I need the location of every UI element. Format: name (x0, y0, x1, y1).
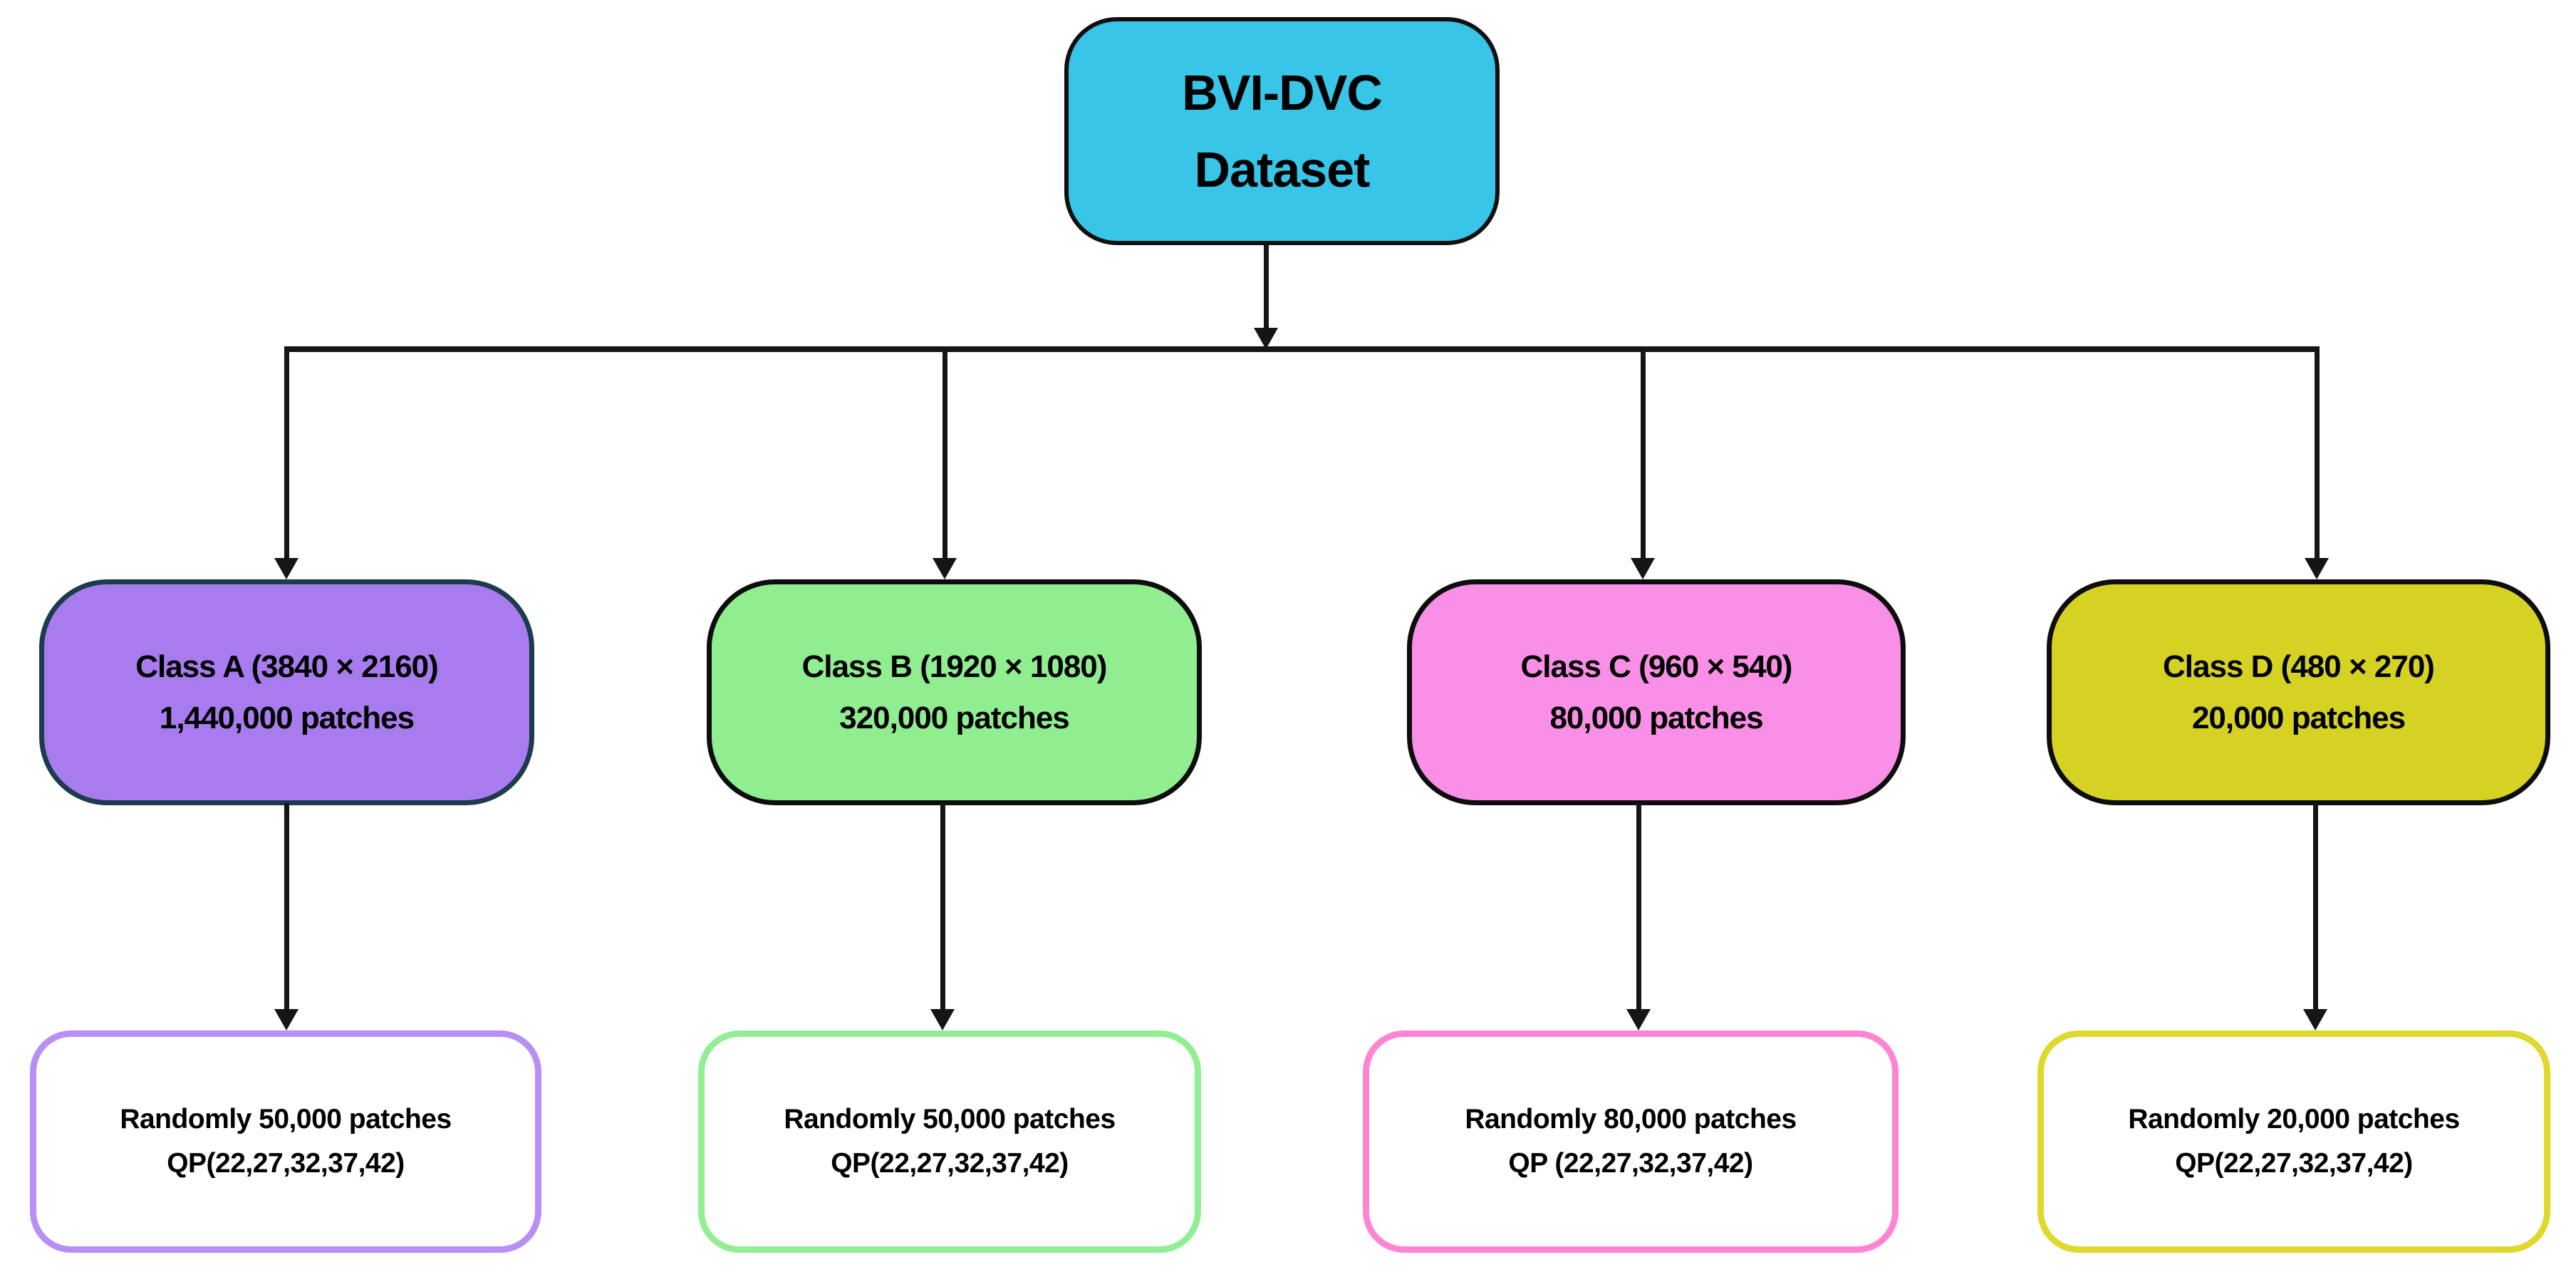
arrow-root-to-branch-shaft (1264, 245, 1269, 329)
arrow-branch-to-class-c-shaft (1641, 349, 1646, 559)
arrow-class-d-to-sample-head (2303, 1009, 2327, 1030)
class-a-resolution-label: Class A (3840 × 2160) (135, 649, 439, 685)
arrow-root-to-branch-head (1254, 328, 1278, 349)
arrow-class-b-to-sample-head (930, 1009, 955, 1030)
arrow-class-d-to-sample-shaft (2313, 803, 2318, 1010)
sample-a-node: Randomly 50,000 patches QP(22,27,32,37,4… (30, 1030, 541, 1253)
sample-c-node: Randomly 80,000 patches QP (22,27,32,37,… (1363, 1030, 1899, 1253)
arrow-class-a-to-sample-head (274, 1009, 298, 1030)
arrow-branch-to-class-d-shaft (2315, 349, 2320, 559)
sample-a-count-label: Randomly 50,000 patches (120, 1104, 452, 1135)
root-label-line1: BVI-DVC (1182, 64, 1383, 120)
arrow-branch-to-class-b-head (933, 558, 957, 579)
sample-a-qp-label: QP(22,27,32,37,42) (167, 1148, 405, 1179)
sample-b-count-label: Randomly 50,000 patches (784, 1104, 1116, 1135)
class-c-resolution-label: Class C (960 × 540) (1520, 649, 1793, 685)
arrow-class-b-to-sample-shaft (940, 803, 945, 1010)
class-d-patch-count-label: 20,000 patches (2191, 700, 2406, 735)
class-c-node: Class C (960 × 540) 80,000 patches (1407, 579, 1906, 805)
sample-d-count-label: Randomly 20,000 patches (2128, 1104, 2460, 1135)
branch-line (284, 346, 2320, 352)
sample-d-qp-label: QP(22,27,32,37,42) (2175, 1148, 2413, 1179)
sample-b-node: Randomly 50,000 patches QP(22,27,32,37,4… (698, 1030, 1201, 1253)
arrow-branch-to-class-a-head (274, 558, 298, 579)
class-c-patch-count-label: 80,000 patches (1549, 700, 1763, 735)
arrow-class-c-to-sample-head (1626, 1009, 1651, 1030)
arrow-branch-to-class-c-head (1631, 558, 1655, 579)
class-b-node: Class B (1920 × 1080) 320,000 patches (707, 579, 1202, 805)
root-node-bvi-dvc-dataset: BVI-DVC Dataset (1064, 17, 1500, 245)
class-b-patch-count-label: 320,000 patches (839, 700, 1070, 735)
arrow-branch-to-class-a-shaft (284, 349, 289, 559)
class-a-patch-count-label: 1,440,000 patches (159, 700, 415, 735)
arrow-branch-to-class-d-head (2305, 558, 2329, 579)
sample-d-node: Randomly 20,000 patches QP(22,27,32,37,4… (2037, 1030, 2550, 1253)
class-d-node: Class D (480 × 270) 20,000 patches (2047, 579, 2550, 805)
arrow-class-a-to-sample-shaft (284, 803, 289, 1010)
sample-c-count-label: Randomly 80,000 patches (1465, 1104, 1797, 1135)
sample-b-qp-label: QP(22,27,32,37,42) (831, 1148, 1069, 1179)
arrow-branch-to-class-b-shaft (942, 349, 947, 559)
class-a-node: Class A (3840 × 2160) 1,440,000 patches (39, 579, 534, 805)
class-b-resolution-label: Class B (1920 × 1080) (801, 649, 1108, 685)
class-d-resolution-label: Class D (480 × 270) (2163, 649, 2435, 685)
arrow-class-c-to-sample-shaft (1636, 803, 1641, 1010)
sample-c-qp-label: QP (22,27,32,37,42) (1508, 1148, 1753, 1179)
root-label-line2: Dataset (1194, 142, 1371, 197)
